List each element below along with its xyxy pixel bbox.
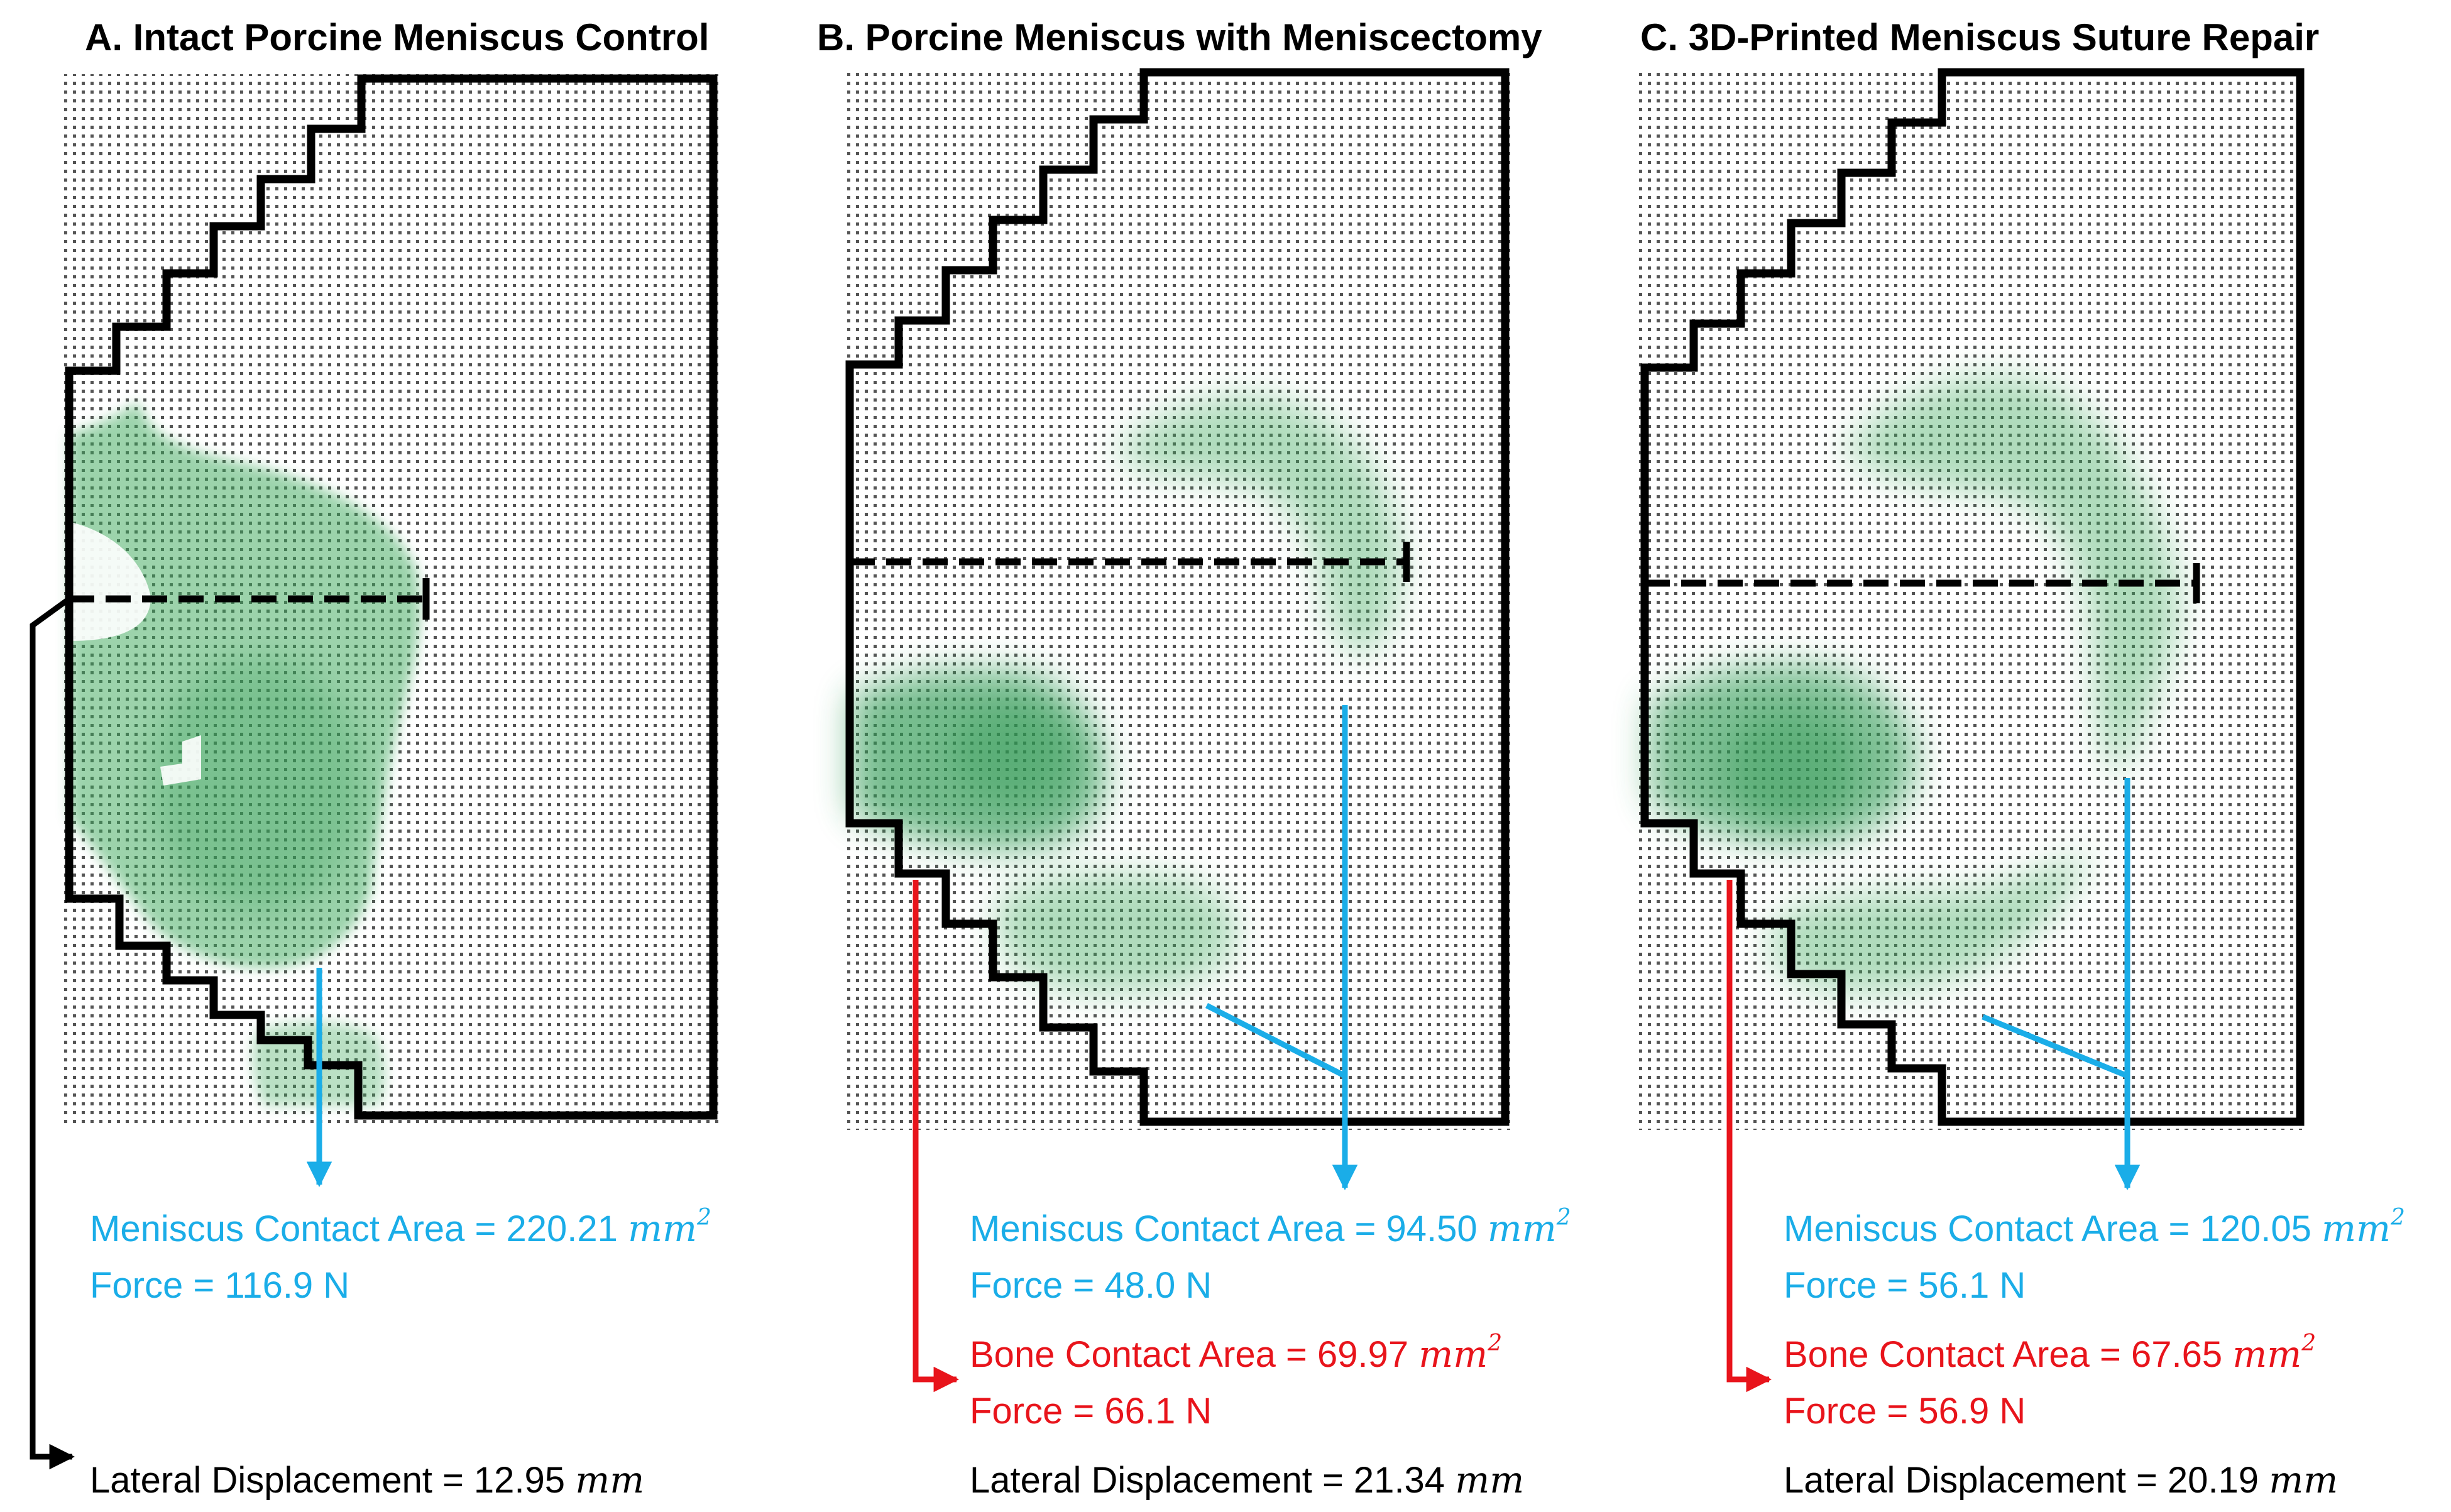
panel-b-title: B. Porcine Meniscus with Meniscectomy xyxy=(817,16,1542,58)
panel-c-meniscus-force: Force = 56.1 N xyxy=(1784,1265,2026,1306)
panel-b-meniscus-label: Meniscus Contact Area = 94.50 mm2 xyxy=(970,1205,1571,1250)
panel-b-meniscus-force: Force = 48.0 N xyxy=(970,1265,1212,1306)
panel-a-meniscus-force: Force = 116.9 N xyxy=(90,1265,349,1306)
panel-c-contact-region xyxy=(1650,376,2179,993)
panel-b-meniscus-connector xyxy=(1205,1002,1347,1079)
panel-c: C. 3D-Printed Meniscus Suture Repair Men… xyxy=(1637,16,2405,1501)
panel-c-bone-arrow xyxy=(1726,880,1772,1393)
panel-b-bone-arrow xyxy=(913,880,960,1393)
panel-a: A. Intact Porcine Meniscus Control Menis… xyxy=(30,16,720,1501)
panel-a-outline xyxy=(65,74,718,1120)
panel-a-title: A. Intact Porcine Meniscus Control xyxy=(85,16,710,58)
panel-c-bone-force: Force = 56.9 N xyxy=(1784,1391,2026,1432)
panel-c-lateral-label: Lateral Displacement = 20.19 mm xyxy=(1784,1459,2338,1501)
panel-a-meniscus-label: Meniscus Contact Area = 220.21 mm2 xyxy=(90,1205,711,1250)
panel-b-bone-force: Force = 66.1 N xyxy=(970,1391,1212,1432)
panel-c-title: C. 3D-Printed Meniscus Suture Repair xyxy=(1640,16,2319,58)
panel-b-lateral-label: Lateral Displacement = 21.34 mm xyxy=(970,1459,1524,1501)
panel-c-bone-label: Bone Contact Area = 67.65 mm2 xyxy=(1784,1330,2316,1376)
panel-a-lateral-arrow xyxy=(30,596,75,1470)
panel-a-lateral-label: Lateral Displacement = 12.95 mm xyxy=(90,1459,644,1501)
panel-b-bone-label: Bone Contact Area = 69.97 mm2 xyxy=(970,1330,1502,1376)
panel-c-meniscus-connector xyxy=(1982,1014,2129,1079)
panel-b-contact-region xyxy=(852,395,1401,993)
panel-c-outline xyxy=(1640,68,2305,1126)
panel-c-meniscus-label: Meniscus Contact Area = 120.05 mm2 xyxy=(1784,1205,2405,1250)
panel-b: B. Porcine Meniscus with Meniscectomy Me… xyxy=(817,16,1571,1501)
panel-b-outline xyxy=(845,68,1510,1126)
